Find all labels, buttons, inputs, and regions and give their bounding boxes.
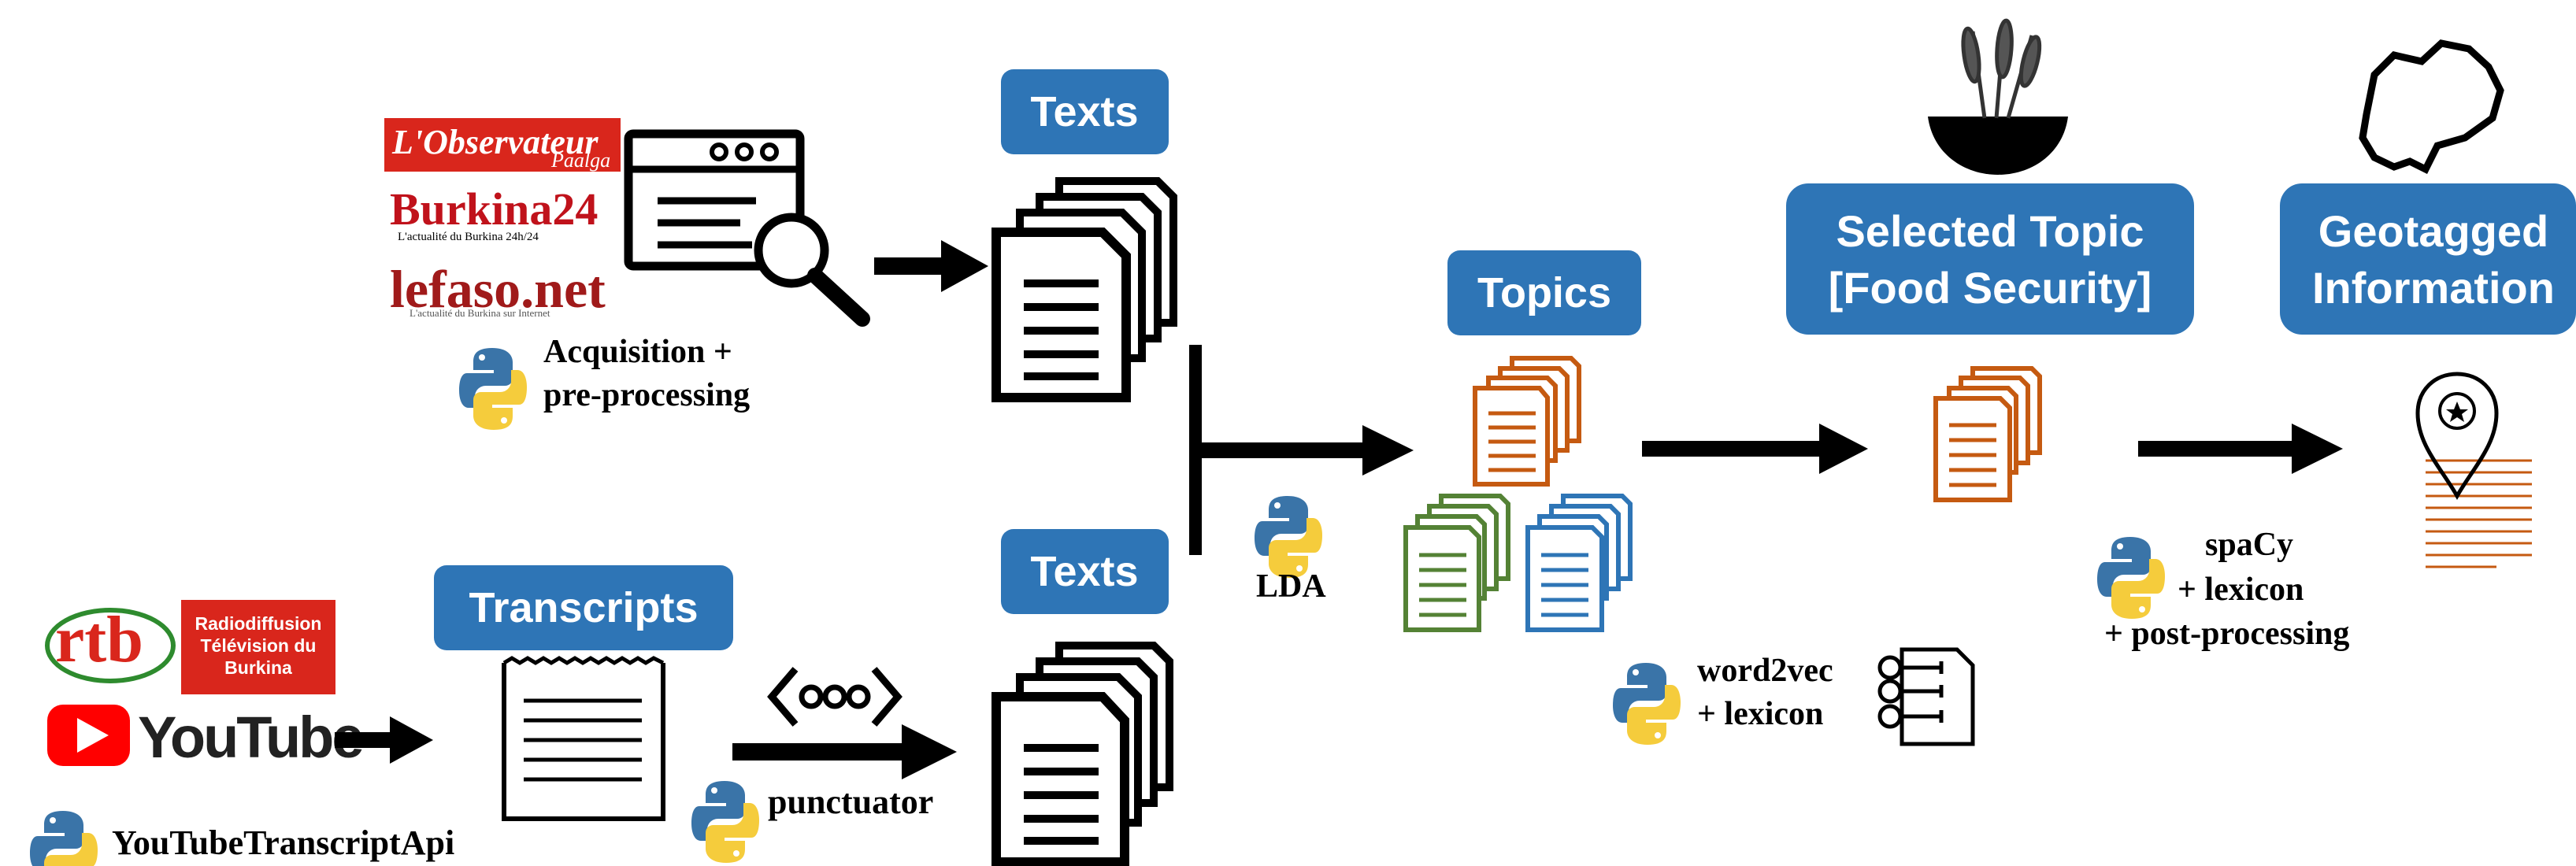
map-pin-icon	[2415, 372, 2532, 568]
arrow-transcripts-to-texts	[732, 724, 957, 779]
texts-bottom-box: Texts	[1001, 529, 1169, 614]
lefaso-logo: lefaso.net L'actualité du Burkina sur In…	[390, 259, 606, 319]
svg-text:rtb: rtb	[55, 603, 143, 676]
arrow-topics-to-selected	[1642, 424, 1868, 474]
observateur-logo: L'Observateur Paalga	[384, 118, 621, 172]
svg-text:Texts: Texts	[1030, 548, 1138, 595]
python-icon	[1613, 663, 1681, 745]
selected-topic-box: Selected Topic [Food Security]	[1786, 183, 2194, 335]
merge-bracket-arrow	[1189, 345, 1414, 555]
arrow-acquisition-to-texts	[874, 240, 988, 292]
svg-text:L'actualité du Burkina 24h/24: L'actualité du Burkina 24h/24	[398, 231, 539, 243]
spacy-lexicon-label: + lexicon	[2178, 572, 2304, 608]
network-doc-icon	[1877, 647, 1975, 746]
svg-text:Burkina24: Burkina24	[390, 183, 598, 235]
punctuator-label: punctuator	[768, 783, 933, 821]
svg-text:[Food Security]: [Food Security]	[1829, 263, 2152, 313]
arrow-youtube-to-transcripts	[335, 716, 433, 764]
rtb-logo: rtb Radiodiffusion Télévision du Burkina	[45, 600, 335, 694]
svg-text:L'actualité du Burkina sur Int: L'actualité du Burkina sur Internet	[410, 307, 550, 319]
document-stack-icon	[991, 642, 1173, 866]
geotagged-box: Geotagged Information	[2280, 183, 2576, 335]
python-icon	[459, 348, 527, 430]
youtube-api-label: YouTubeTranscriptApi	[112, 823, 454, 862]
svg-text:YouTube: YouTube	[138, 705, 362, 770]
svg-text:Topics: Topics	[1477, 269, 1611, 316]
svg-text:Télévision du: Télévision du	[201, 635, 317, 656]
topic-doc-stack-orange	[1473, 356, 1581, 487]
svg-text:Information: Information	[2312, 263, 2555, 313]
word2vec-lexicon-label: + lexicon	[1697, 696, 1823, 732]
burkina24-logo: Burkina24 L'actualité du Burkina 24h/24	[390, 183, 598, 243]
youtube-logo: YouTube	[47, 705, 365, 770]
svg-text:Paalga: Paalga	[550, 149, 610, 172]
svg-text:Texts: Texts	[1030, 88, 1138, 135]
svg-text:Geotagged: Geotagged	[2318, 206, 2548, 256]
transcript-icon	[502, 656, 665, 821]
web-search-icon	[624, 129, 870, 327]
python-icon	[2097, 537, 2165, 619]
transcripts-box: Transcripts	[434, 565, 733, 650]
python-icon	[1255, 496, 1322, 578]
svg-text:Burkina: Burkina	[224, 657, 292, 678]
svg-text:Transcripts: Transcripts	[469, 584, 698, 631]
spacy-postprocessing-label: + post-processing	[2104, 616, 2349, 652]
burkina-map-icon	[2359, 39, 2504, 175]
preprocessing-label: pre-processing	[543, 377, 750, 413]
wheat-bowl-icon	[1928, 18, 2068, 175]
texts-top-box: Texts	[1001, 69, 1169, 154]
topics-box: Topics	[1447, 250, 1641, 335]
selected-doc-stack	[1933, 366, 2042, 502]
svg-text:lefaso.net: lefaso.net	[390, 259, 606, 319]
python-icon	[691, 781, 759, 863]
lda-label: LDA	[1256, 568, 1326, 605]
svg-text:Selected Topic: Selected Topic	[1836, 206, 2144, 256]
topic-doc-stack-blue	[1525, 494, 1633, 632]
svg-text:Radiodiffusion: Radiodiffusion	[195, 613, 322, 634]
svg-text:L'Observateur: L'Observateur	[391, 123, 599, 161]
acquisition-label: Acquisition +	[543, 334, 732, 370]
word2vec-label: word2vec	[1697, 653, 1833, 689]
arrow-selected-to-geotagged	[2138, 424, 2343, 474]
document-stack-icon	[991, 177, 1177, 402]
spacy-label: spaCy	[2205, 527, 2293, 563]
topic-doc-stack-green	[1403, 494, 1510, 632]
python-icon	[30, 811, 98, 866]
api-code-icon	[767, 667, 903, 727]
